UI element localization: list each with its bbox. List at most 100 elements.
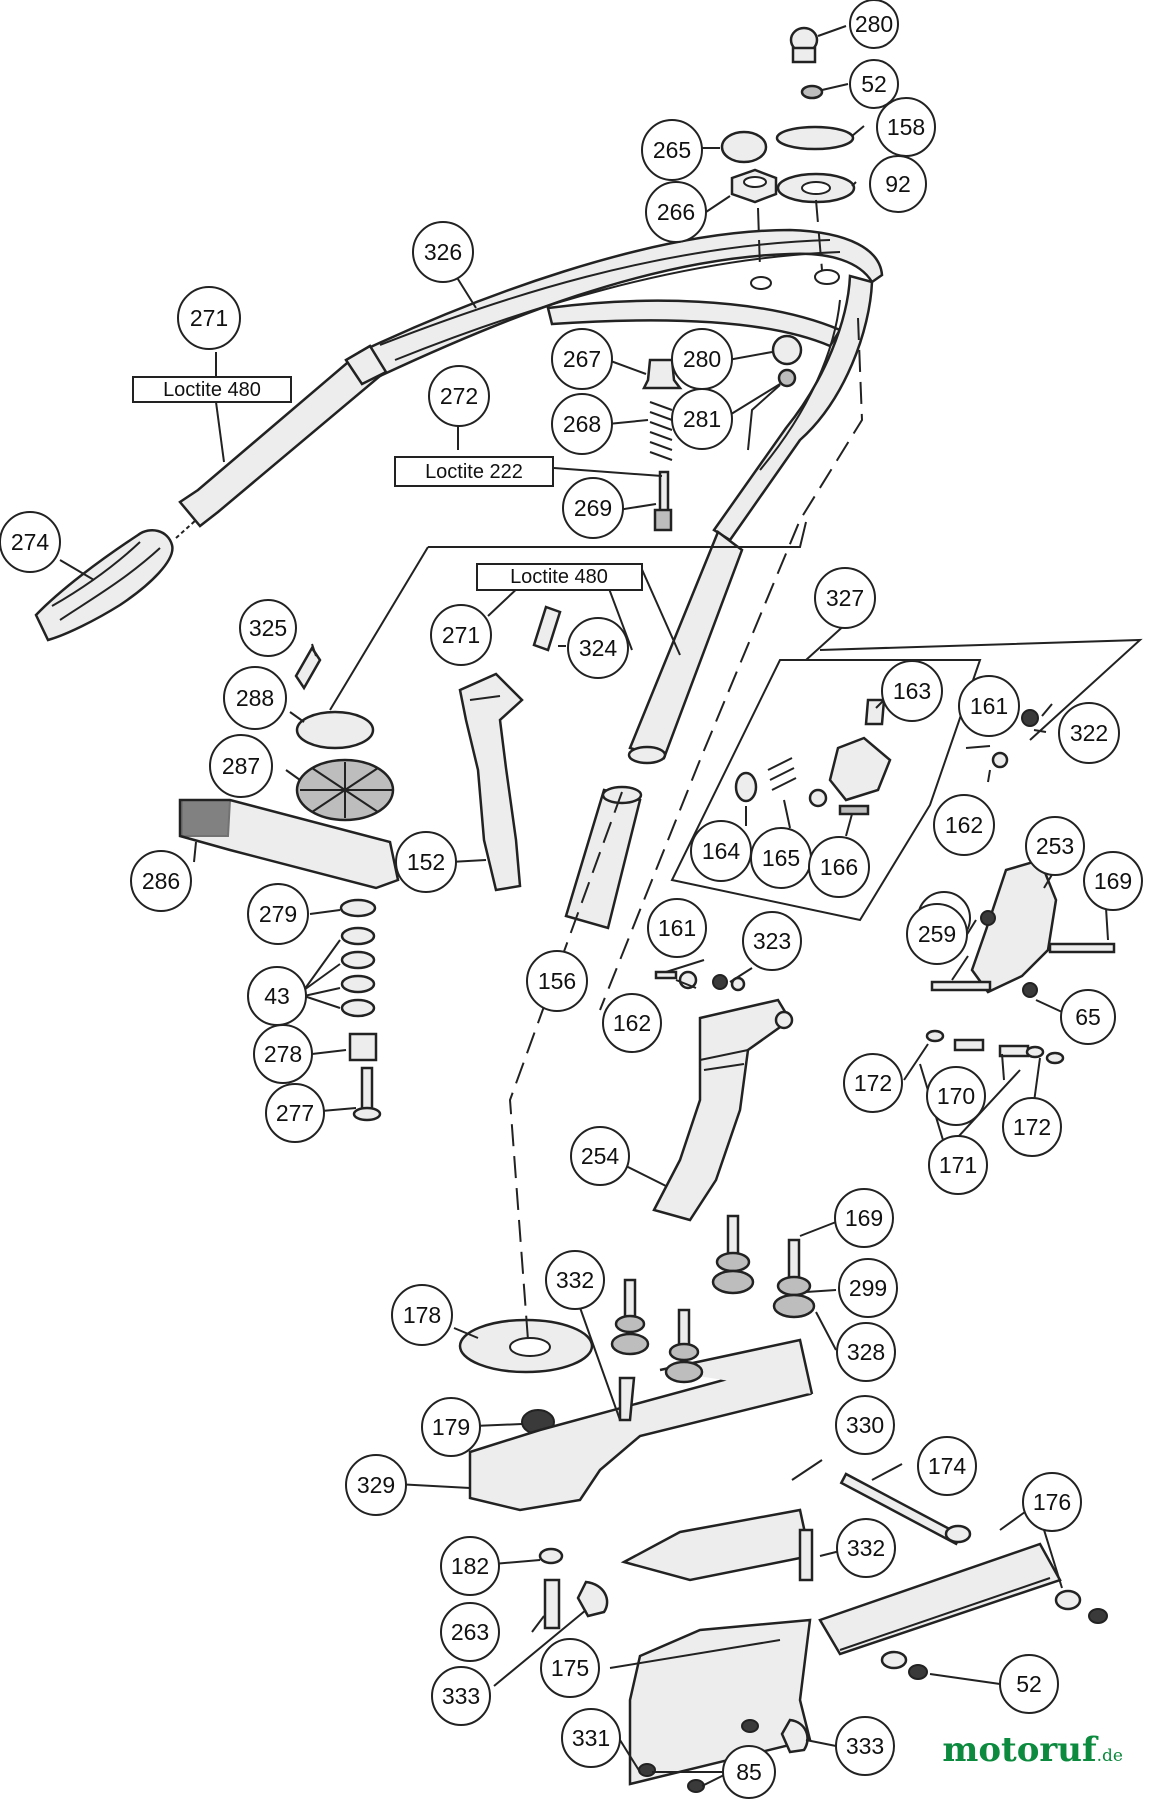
callout-169-top: 169: [1083, 851, 1143, 911]
callout-288: 288: [223, 666, 287, 730]
svg-text:278: 278: [264, 1041, 302, 1067]
svg-text:322: 322: [1070, 720, 1108, 746]
svg-text:85: 85: [736, 1759, 762, 1785]
callout-328: 328: [836, 1322, 896, 1382]
svg-text:169: 169: [1094, 868, 1132, 894]
svg-text:274: 274: [11, 529, 50, 555]
callout-152: 152: [395, 831, 457, 893]
svg-text:65: 65: [1075, 1004, 1101, 1030]
svg-text:Loctite 222: Loctite 222: [425, 461, 523, 483]
note-loctite-222: Loctite 222: [394, 456, 554, 487]
callout-164: 164: [690, 820, 752, 882]
svg-text:156: 156: [538, 968, 576, 994]
svg-text:325: 325: [249, 615, 287, 641]
callout-274: 274: [0, 511, 61, 573]
callout-267: 267: [551, 328, 613, 390]
callout-286: 286: [130, 850, 192, 912]
svg-text:271: 271: [190, 305, 228, 331]
svg-text:158: 158: [887, 114, 925, 140]
svg-text:323: 323: [753, 928, 791, 954]
callout-280-mid: 280: [671, 328, 733, 390]
callout-279: 279: [247, 883, 309, 945]
svg-text:272: 272: [440, 383, 478, 409]
svg-text:269: 269: [574, 495, 612, 521]
svg-text:172: 172: [1013, 1114, 1051, 1140]
callout-329: 329: [345, 1454, 407, 1516]
callout-265: 265: [641, 119, 703, 181]
svg-text:268: 268: [563, 411, 601, 437]
callout-176: 176: [1022, 1472, 1082, 1532]
callout-271-top: 271: [177, 286, 241, 350]
svg-text:176: 176: [1033, 1489, 1071, 1515]
callout-263: 263: [440, 1602, 500, 1662]
callout-281: 281: [671, 388, 733, 450]
callout-178: 178: [391, 1284, 453, 1346]
svg-text:172: 172: [854, 1070, 892, 1096]
svg-text:169: 169: [845, 1205, 883, 1231]
svg-text:265: 265: [653, 137, 691, 163]
callout-272: 272: [428, 365, 490, 427]
svg-text:279: 279: [259, 901, 297, 927]
svg-text:266: 266: [657, 199, 695, 225]
svg-text:287: 287: [222, 753, 260, 779]
callout-325: 325: [239, 599, 297, 657]
svg-text:288: 288: [236, 685, 274, 711]
callout-280-top: 280: [849, 0, 899, 49]
callout-52-bottom: 52: [999, 1654, 1059, 1714]
callout-162-bottom: 162: [602, 993, 662, 1053]
svg-text:170: 170: [937, 1083, 975, 1109]
svg-text:259: 259: [918, 921, 956, 947]
svg-text:331: 331: [572, 1725, 610, 1751]
svg-text:162: 162: [945, 812, 983, 838]
callout-299: 299: [838, 1258, 898, 1318]
svg-text:178: 178: [403, 1302, 441, 1328]
callout-323: 323: [742, 911, 802, 971]
svg-text:330: 330: [846, 1412, 884, 1438]
callout-253: 253: [1025, 816, 1085, 876]
assembly-lines: [329, 199, 864, 1341]
callout-174: 174: [917, 1436, 977, 1496]
callout-324: 324: [567, 617, 629, 679]
callout-162-top: 162: [933, 794, 995, 856]
svg-text:175: 175: [551, 1655, 589, 1681]
callout-278: 278: [253, 1024, 313, 1084]
watermark-logo: motoruf.de: [942, 1730, 1123, 1770]
callout-52-top: 52: [849, 59, 899, 109]
callout-85: 85: [722, 1745, 776, 1799]
callout-271-mid: 271: [430, 604, 492, 666]
svg-text:277: 277: [276, 1100, 314, 1126]
callout-92: 92: [869, 155, 927, 213]
svg-text:254: 254: [581, 1143, 620, 1169]
callout-43: 43: [247, 966, 307, 1026]
svg-text:179: 179: [432, 1414, 470, 1440]
callout-161-bottom: 161: [647, 898, 707, 958]
svg-text:161: 161: [970, 693, 1008, 719]
callout-158: 158: [876, 97, 936, 157]
callout-327: 327: [814, 567, 876, 629]
part-drawings: [34, 26, 1143, 1793]
svg-text:281: 281: [683, 406, 721, 432]
svg-text:Loctite 480: Loctite 480: [510, 566, 608, 588]
callout-166: 166: [808, 836, 870, 898]
callout-269: 269: [562, 477, 624, 539]
callout-165: 165: [750, 827, 812, 889]
svg-text:161: 161: [658, 915, 696, 941]
notes: Loctite 480 Loctite 222 Loctite 480: [132, 376, 643, 591]
svg-text:280: 280: [683, 346, 721, 372]
callout-161-top: 161: [958, 675, 1020, 737]
svg-text:263: 263: [451, 1619, 489, 1645]
callout-170: 170: [926, 1066, 986, 1126]
callout-156: 156: [526, 950, 588, 1012]
callout-332-bottom: 332: [836, 1518, 896, 1578]
svg-text:52: 52: [1016, 1671, 1042, 1697]
svg-text:280: 280: [855, 11, 893, 37]
svg-text:267: 267: [563, 346, 601, 372]
callout-175: 175: [540, 1638, 600, 1698]
callout-277: 277: [265, 1083, 325, 1143]
svg-text:92: 92: [885, 171, 911, 197]
callout-172-right: 172: [1002, 1097, 1062, 1157]
svg-text:326: 326: [424, 239, 462, 265]
callout-179: 179: [421, 1397, 481, 1457]
svg-text:52: 52: [861, 71, 887, 97]
